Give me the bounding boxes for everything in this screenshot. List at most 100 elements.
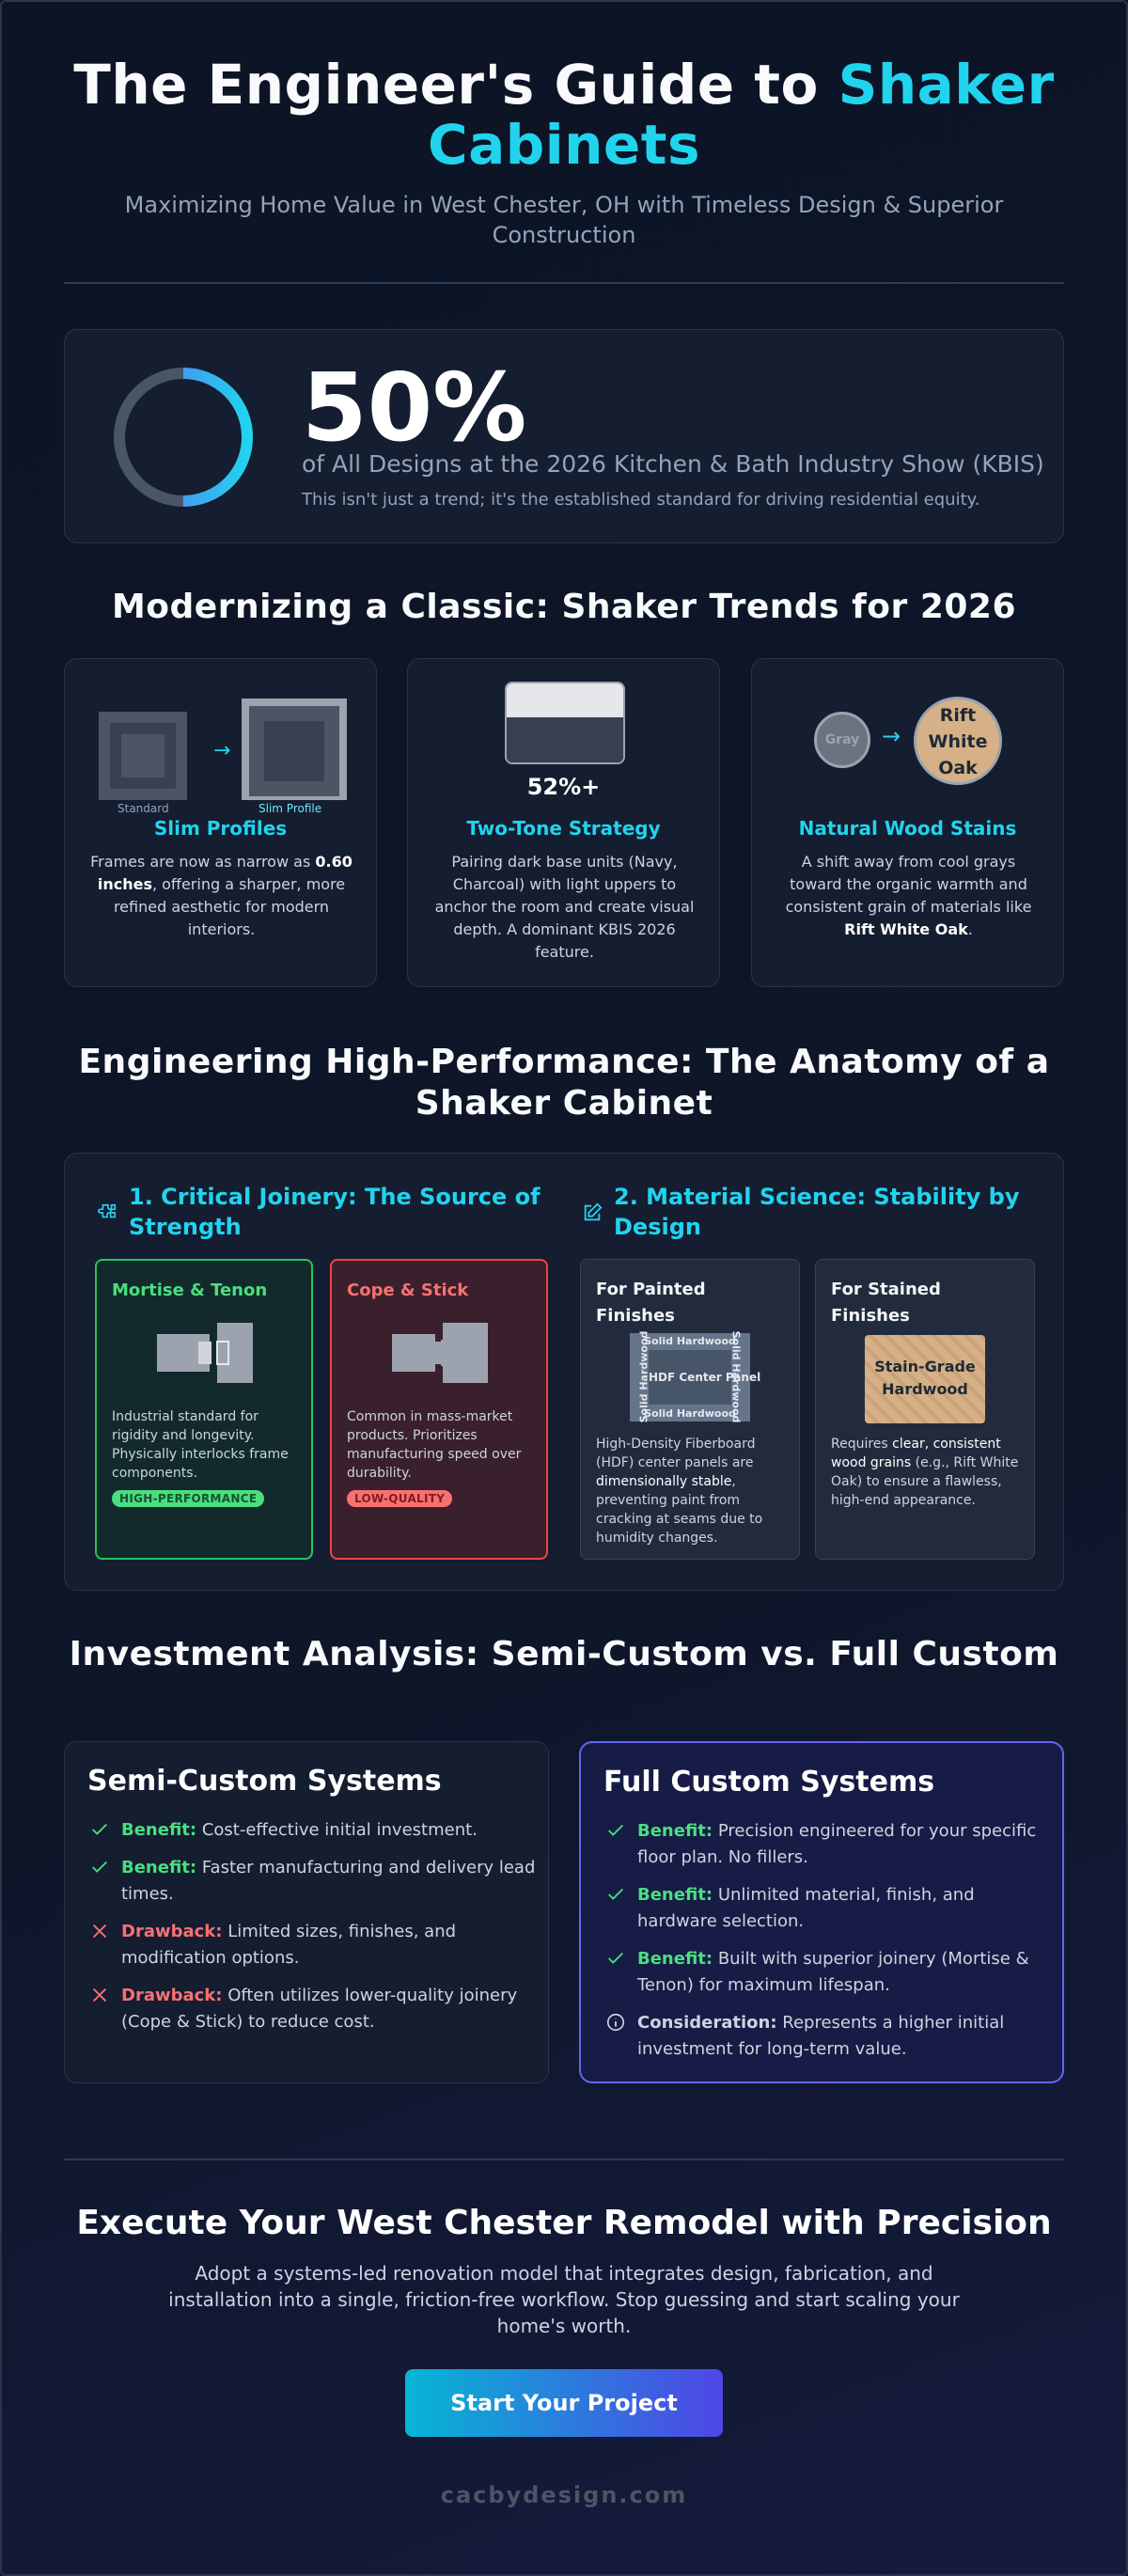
- stat-note: This isn't just a trend; it's the establ…: [302, 490, 980, 510]
- text-part: , preventing paint from cracking at seam…: [596, 1474, 763, 1546]
- stat-description: of All Designs at the 2026 Kitchen & Bat…: [302, 450, 1044, 478]
- text-part: A shift away from cool grays toward the …: [785, 853, 1032, 916]
- arrow-right-icon: →: [882, 723, 901, 749]
- full-custom-title: Full Custom Systems: [603, 1766, 935, 1798]
- investment-title: Investment Analysis: Semi-Custom vs. Ful…: [69, 1635, 1059, 1673]
- light-upper: [507, 683, 623, 717]
- info-icon: [606, 2013, 625, 2032]
- low-quality-badge: LOW-QUALITY: [347, 1490, 453, 1507]
- semi-custom-card: Semi-Custom Systems Benefit: Cost-effect…: [64, 1741, 549, 2083]
- dark-base: [507, 717, 623, 762]
- drawback-label: Drawback:: [121, 1922, 223, 1941]
- frame-label-top: Solid Hardwood: [644, 1335, 736, 1347]
- text-part: Frames are now as narrow as: [90, 853, 316, 871]
- hdf-center-panel: HDF Center Panel: [649, 1350, 760, 1405]
- list-item: Benefit: Built with superior joinery (Mo…: [603, 1946, 1055, 1999]
- item-text: Often utilizes lower-quality joinery (Co…: [121, 1986, 518, 2032]
- trend-card-two-tone: 52%+ Two-Tone Strategy Pairing dark base…: [407, 658, 720, 987]
- puzzle-icon: [98, 1203, 117, 1218]
- cope-stick-diagram: [392, 1323, 488, 1383]
- stained-finish-card: For Stained Finishes Stain-Grade Hardwoo…: [815, 1259, 1035, 1560]
- stained-title: For Stained Finishes: [831, 1280, 941, 1326]
- mortise-tenon-card: Mortise & Tenon Industrial standard for …: [95, 1259, 313, 1560]
- stat-value: 50%: [302, 353, 527, 463]
- mortise-tenon-diagram: [157, 1323, 253, 1383]
- check-icon: [92, 1861, 107, 1873]
- two-tone-swatch: [505, 682, 625, 764]
- list-item: Drawback: Often utilizes lower-quality j…: [87, 1983, 539, 2035]
- standard-label: Standard: [118, 802, 169, 815]
- text-emphasis: dimensionally stable: [596, 1474, 732, 1489]
- list-item: Benefit: Precision engineered for your s…: [603, 1818, 1055, 1871]
- painted-text: High-Density Fiberboard (HDF) center pan…: [596, 1435, 789, 1547]
- trend-card-slim: → Standard Slim Profile Slim Profiles Fr…: [64, 658, 377, 987]
- painted-finish-card: For Painted Finishes Solid Hardwood Soli…: [580, 1259, 800, 1560]
- cope-stick-card: Cope & Stick Common in mass-market produ…: [330, 1259, 548, 1560]
- material-heading: 2. Material Science: Stability by Design: [614, 1184, 1020, 1240]
- gray-swatch: Gray: [814, 712, 870, 768]
- list-item: Benefit: Cost-effective initial investme…: [87, 1817, 539, 1844]
- slim-profile-illustration: →: [99, 699, 347, 800]
- edit-icon: [584, 1202, 603, 1221]
- page-subtitle: Maximizing Home Value in West Chester, O…: [124, 192, 1004, 248]
- item-text: Cost-effective initial investment.: [196, 1820, 478, 1840]
- stained-text: Requires clear, consistent wood grains (…: [831, 1435, 1024, 1510]
- trend-text-two-tone: Pairing dark base units (Navy, Charcoal)…: [434, 853, 695, 961]
- semi-custom-title: Semi-Custom Systems: [87, 1765, 442, 1798]
- title-accent: Shaker Cabinets: [428, 53, 1055, 177]
- stain-grade-swatch: Stain-Grade Hardwood: [865, 1335, 985, 1423]
- trend-text-slim: Frames are now as narrow as 0.60 inches,…: [87, 851, 355, 941]
- footer-brand: cacbydesign.com: [440, 2482, 688, 2508]
- trend-title-slim: Slim Profiles: [153, 817, 288, 840]
- cope-text: Common in mass-market products. Prioriti…: [347, 1409, 522, 1481]
- x-icon: [92, 1924, 107, 1939]
- check-icon: [608, 1952, 623, 1964]
- text-emphasis: 0.60 inches: [97, 853, 352, 893]
- text-part: (e.g., Rift White Oak) to ensure a flawl…: [831, 1455, 1019, 1508]
- check-icon: [92, 1823, 107, 1835]
- text-emphasis: clear, consistent wood grains: [831, 1437, 1001, 1470]
- hero: The Engineer's Guide to Shaker Cabinets …: [64, 55, 1064, 250]
- page-title: The Engineer's Guide to Shaker Cabinets: [64, 55, 1064, 175]
- donut-progress: [114, 368, 253, 507]
- benefit-label: Benefit:: [637, 1885, 713, 1905]
- trend-title-wood: Natural Wood Stains: [798, 817, 1017, 840]
- painted-title: For Painted Finishes: [596, 1280, 706, 1326]
- benefit-label: Benefit:: [121, 1820, 197, 1840]
- list-item: Consideration: Represents a higher initi…: [603, 2010, 1055, 2063]
- consideration-label: Consideration:: [637, 2013, 777, 2033]
- oak-swatch: Rift White Oak: [914, 697, 1002, 785]
- benefit-label: Benefit:: [121, 1858, 197, 1877]
- cta-text: Adopt a systems-led renovation model tha…: [168, 2262, 960, 2337]
- semi-custom-list: Benefit: Cost-effective initial investme…: [87, 1817, 539, 2047]
- donut-chart: [114, 368, 253, 507]
- item-text: Unlimited material, finish, and hardware…: [637, 1885, 975, 1931]
- list-item: Benefit: Unlimited material, finish, and…: [603, 1882, 1055, 1935]
- painted-frame: Solid Hardwood Solid Hardwood Solid Hard…: [630, 1331, 760, 1422]
- item-text: Faster manufacturing and delivery lead t…: [121, 1858, 536, 1904]
- text-part: , offering a sharper, more refined aesth…: [113, 875, 346, 938]
- list-item: Benefit: Faster manufacturing and delive…: [87, 1855, 539, 1908]
- slim-label: Slim Profile: [258, 802, 322, 815]
- start-project-button[interactable]: Start Your Project: [405, 2369, 723, 2437]
- text-part: High-Density Fiberboard (HDF) center pan…: [596, 1437, 756, 1470]
- item-text: Represents a higher initial investment f…: [637, 2013, 1005, 2059]
- high-performance-badge: HIGH-PERFORMANCE: [112, 1490, 265, 1507]
- divider: [64, 282, 1064, 284]
- slim-panel: [264, 721, 324, 781]
- stat-card: 50% of All Designs at the 2026 Kitchen &…: [64, 329, 1064, 543]
- anatomy-title: Engineering High-Performance: The Anatom…: [78, 1043, 1050, 1123]
- full-custom-list: Benefit: Precision engineered for your s…: [603, 1818, 1055, 2074]
- trends-title: Modernizing a Classic: Shaker Trends for…: [111, 588, 1017, 626]
- text-part: Requires: [831, 1437, 893, 1452]
- mortise-title: Mortise & Tenon: [112, 1280, 268, 1300]
- drawback-label: Drawback:: [121, 1986, 223, 2005]
- text-part: .: [967, 920, 973, 938]
- list-item: Drawback: Limited sizes, finishes, and m…: [87, 1919, 539, 1971]
- two-tone-stat: 52%+: [526, 774, 601, 800]
- divider: [64, 2159, 1064, 2160]
- benefit-label: Benefit:: [637, 1821, 713, 1841]
- item-text: Precision engineered for your specific f…: [637, 1821, 1037, 1867]
- title-main: The Engineer's Guide to: [73, 53, 838, 117]
